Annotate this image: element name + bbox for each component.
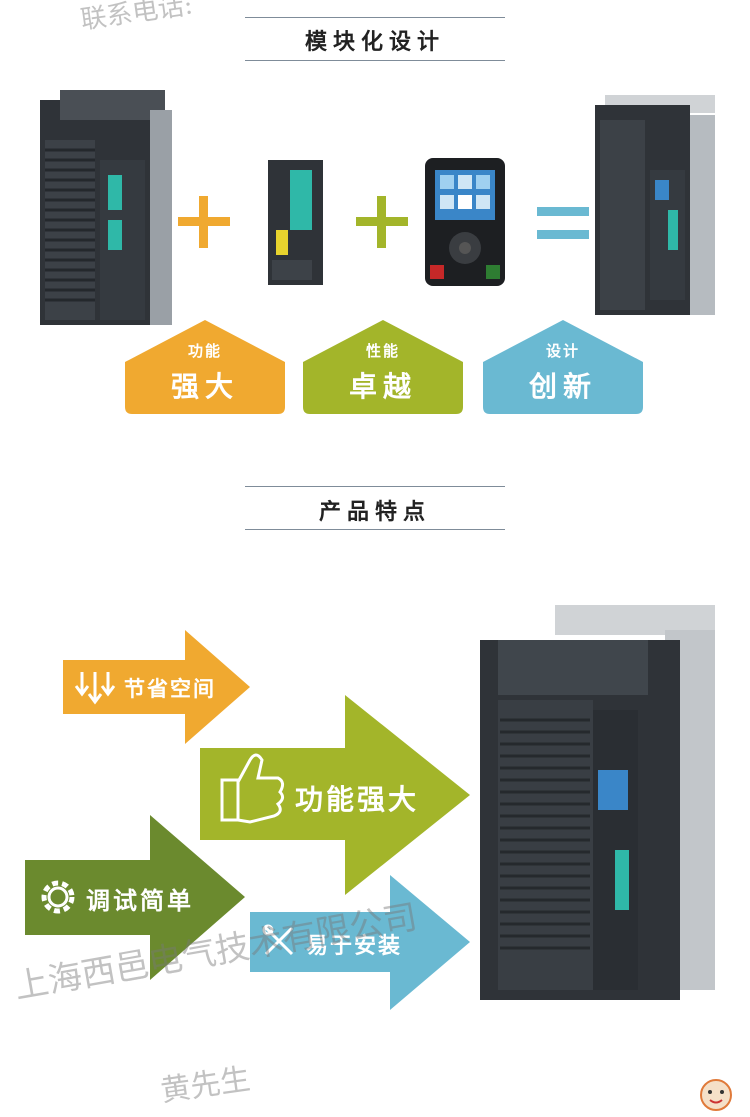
feature-label-install: 易于安装 [306,934,403,959]
houses-row [125,320,643,414]
section-title-modular: 模块化设计 [304,30,445,55]
features-rule-bottom [245,529,505,530]
assembled-drive-image [595,95,715,315]
equals-icon [537,207,589,239]
large-drive-image [480,605,715,1000]
section-title-features: 产品特点 [318,500,431,525]
title-rule-top [245,17,505,18]
feature-label-powerful: 功能强大 [295,783,420,816]
corner-logo-icon [700,1079,732,1111]
house-1-title: 强大 [170,370,239,403]
control-unit-image [268,160,323,285]
title-rule-bottom [245,60,505,61]
operator-panel-image [425,158,505,286]
watermark-top: 联系电话: [78,0,195,36]
house-3-title: 创新 [528,370,597,403]
house-sky [483,320,643,414]
features-rule-top [245,486,505,487]
house-2-subtitle: 性能 [365,342,400,360]
plus-icon-1 [178,196,230,248]
product-row [40,90,715,325]
tools-icon [262,924,294,956]
house-2-title: 卓越 [348,370,417,403]
house-3-subtitle: 设计 [545,342,580,360]
down-arrows-icon [74,672,116,705]
watermark-person: 黄先生 [158,1061,253,1110]
house-lime [303,320,463,414]
feature-label-save-space: 节省空间 [124,677,216,701]
feature-arrows [25,605,715,1010]
arrow-save-space [63,630,250,744]
house-1-subtitle: 功能 [187,342,222,360]
house-orange [125,320,285,414]
arrow-powerful [200,695,470,895]
thumbs-up-icon [220,753,285,824]
arrow-easy-commissioning [25,815,245,980]
feature-label-commissioning: 调试简单 [86,887,194,915]
power-module-image [40,90,172,325]
plus-icon-2 [356,196,408,248]
gear-icon [41,880,75,914]
arrow-easy-install [250,875,470,1010]
